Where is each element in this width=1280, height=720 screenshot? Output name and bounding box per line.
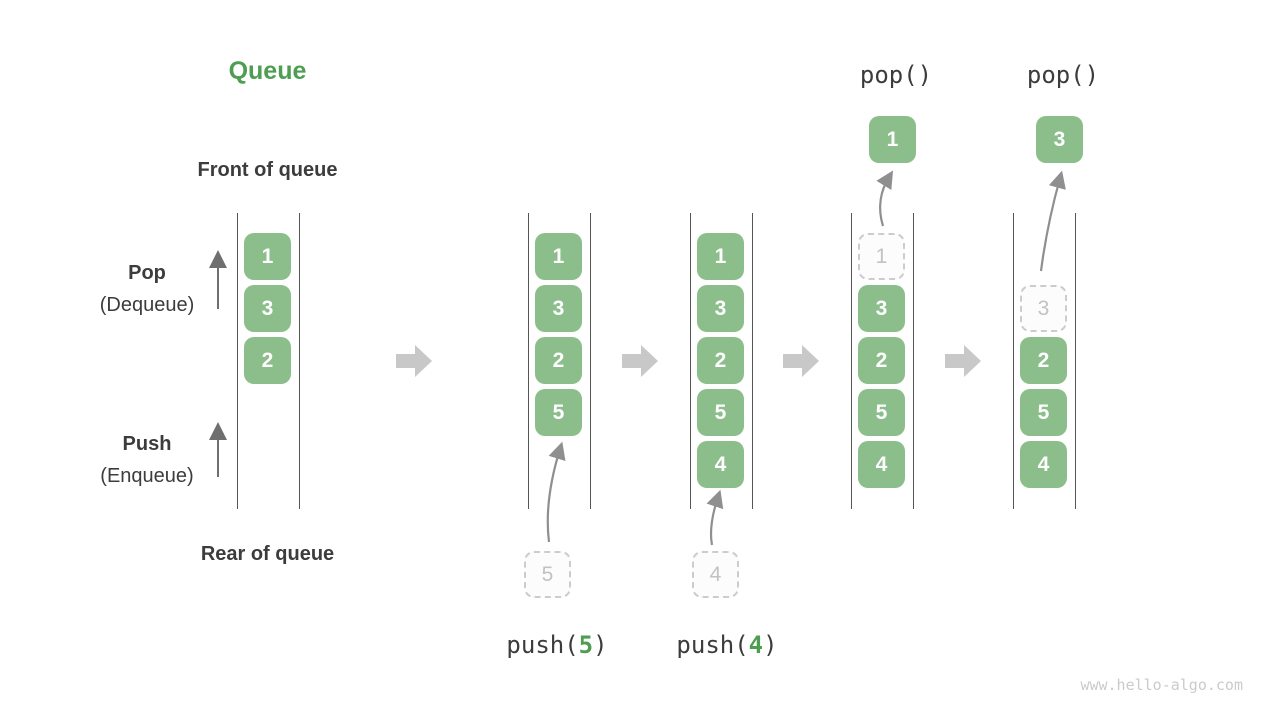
diagram-title: Queue <box>228 57 307 85</box>
queue-item: 3 <box>697 285 744 332</box>
push-5-call-label: push(5) <box>472 631 642 659</box>
dequeue-alias-label: (Dequeue) <box>99 294 195 316</box>
incoming-item: 4 <box>692 551 739 598</box>
watermark: www.hello-algo.com <box>1080 676 1243 694</box>
queue-item: 2 <box>244 337 291 384</box>
pop-call-label: pop() <box>859 61 933 89</box>
queue-item: 5 <box>535 389 582 436</box>
queue-item: 5 <box>697 389 744 436</box>
queue-state-4: 1 3 2 5 4 <box>851 213 914 509</box>
queue-item-ghost: 3 <box>1020 285 1067 332</box>
push-call-suffix: ) <box>593 631 608 659</box>
push-label: Push <box>122 433 172 455</box>
push-call-suffix: ) <box>763 631 778 659</box>
queue-item: 2 <box>535 337 582 384</box>
queue-state-5: 3 2 5 4 <box>1013 213 1076 509</box>
pop-call-label: pop() <box>1026 61 1100 89</box>
queue-item: 5 <box>858 389 905 436</box>
queue-item: 1 <box>244 233 291 280</box>
enqueue-alias-label: (Enqueue) <box>100 465 194 487</box>
queue-item: 2 <box>858 337 905 384</box>
queue-item: 4 <box>858 441 905 488</box>
pop-dequeue-label: Pop (Dequeue) <box>57 257 237 321</box>
front-of-queue-label: Front of queue <box>197 159 338 181</box>
queue-item-ghost: 1 <box>858 233 905 280</box>
next-step-arrow-icon <box>945 345 981 377</box>
queue-state-3: 1 3 2 5 4 <box>690 213 753 509</box>
push-call-prefix: push( <box>506 631 579 659</box>
queue-item: 3 <box>244 285 291 332</box>
next-step-arrow-icon <box>783 345 819 377</box>
queue-item: 3 <box>858 285 905 332</box>
rear-of-queue-label: Rear of queue <box>200 543 335 565</box>
push-call-arg: 5 <box>578 631 594 659</box>
queue-item: 4 <box>1020 441 1067 488</box>
queue-item: 1 <box>535 233 582 280</box>
queue-state-1: 1 3 2 <box>237 213 300 509</box>
queue-item: 3 <box>535 285 582 332</box>
queue-item: 2 <box>697 337 744 384</box>
push-call-prefix: push( <box>676 631 749 659</box>
push-enqueue-label: Push (Enqueue) <box>57 428 237 492</box>
pop-label: Pop <box>128 262 166 284</box>
queue-state-2: 1 3 2 5 <box>528 213 591 509</box>
incoming-item: 5 <box>524 551 571 598</box>
popped-item: 3 <box>1036 116 1083 163</box>
next-step-arrow-icon <box>396 345 432 377</box>
push-call-arg: 4 <box>748 631 764 659</box>
push-4-call-label: push(4) <box>642 631 812 659</box>
queue-item: 2 <box>1020 337 1067 384</box>
queue-item: 4 <box>697 441 744 488</box>
popped-item: 1 <box>869 116 916 163</box>
queue-item: 1 <box>697 233 744 280</box>
next-step-arrow-icon <box>622 345 658 377</box>
queue-item: 5 <box>1020 389 1067 436</box>
